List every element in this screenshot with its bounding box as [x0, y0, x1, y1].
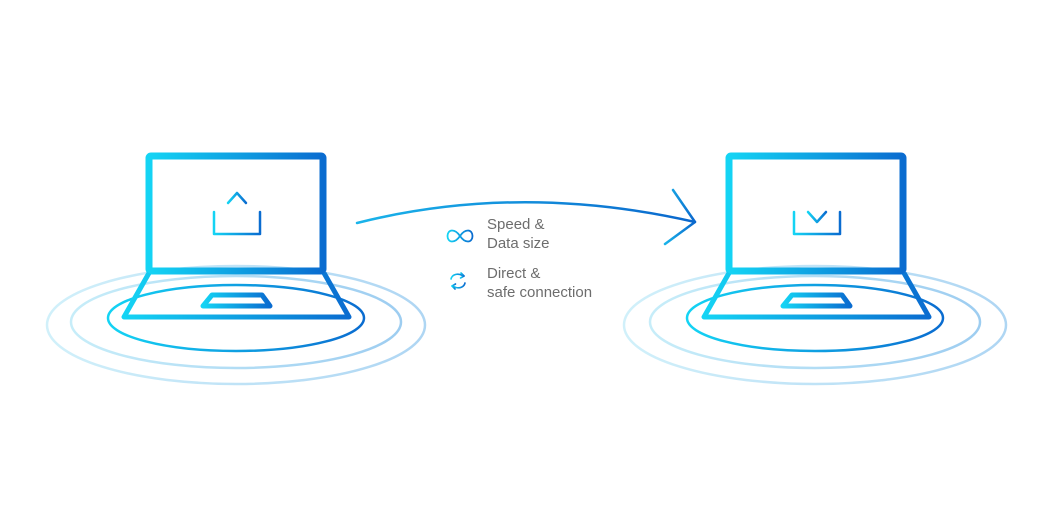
receiver-laptop-body: [701, 152, 932, 320]
feature-connection-line1: Direct &: [487, 265, 541, 282]
infinity-icon: [446, 229, 474, 243]
sender-wireless-rings: [45, 264, 427, 386]
feature-connection-label: Direct & safe connection: [487, 264, 592, 302]
feature-connection-line2: safe connection: [487, 284, 593, 301]
transfer-arrow: [355, 188, 697, 246]
receiver-wireless-rings: [622, 264, 1008, 386]
sender-laptop-body: [121, 152, 352, 320]
upload-icon: [212, 191, 262, 236]
sync-arrows-icon: [450, 272, 466, 290]
download-icon: [792, 188, 842, 236]
feature-speed-line2: Data size: [487, 235, 550, 252]
feature-speed-label: Speed & Data size: [487, 215, 550, 253]
receiver-laptop: [622, 152, 1008, 386]
sender-laptop: [45, 152, 427, 386]
feature-speed-line1: Speed &: [487, 216, 545, 233]
